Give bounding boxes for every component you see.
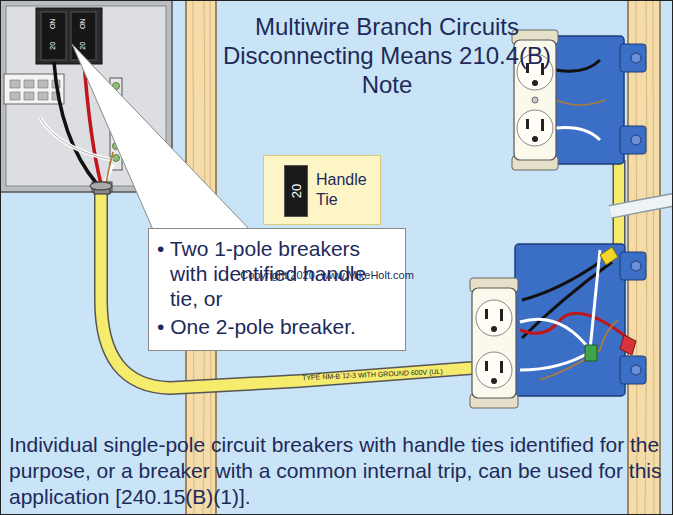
breaker-rating: 20: [79, 42, 87, 50]
title: Multiwire Branch Circuits Disconnecting …: [222, 12, 552, 99]
copyright-note: Copyright 2020, www.MikeHolt.com: [240, 269, 414, 281]
breaker-marking: ON: [49, 19, 57, 30]
handle-tie-box: 20 Handle Tie: [263, 155, 381, 225]
box-label: Handle Tie: [316, 170, 374, 210]
handle-rating: 20: [289, 184, 304, 198]
breaker-handle: 20: [284, 165, 308, 217]
caption: Individual single-pole circuit breakers …: [9, 432, 667, 510]
breaker-marking: ON: [79, 19, 87, 30]
bullet-text: • One 2-pole breaker.: [157, 314, 399, 339]
breaker-rating: 20: [49, 42, 57, 50]
callout-box: • Two 1-pole breakers with identified ha…: [148, 228, 406, 351]
